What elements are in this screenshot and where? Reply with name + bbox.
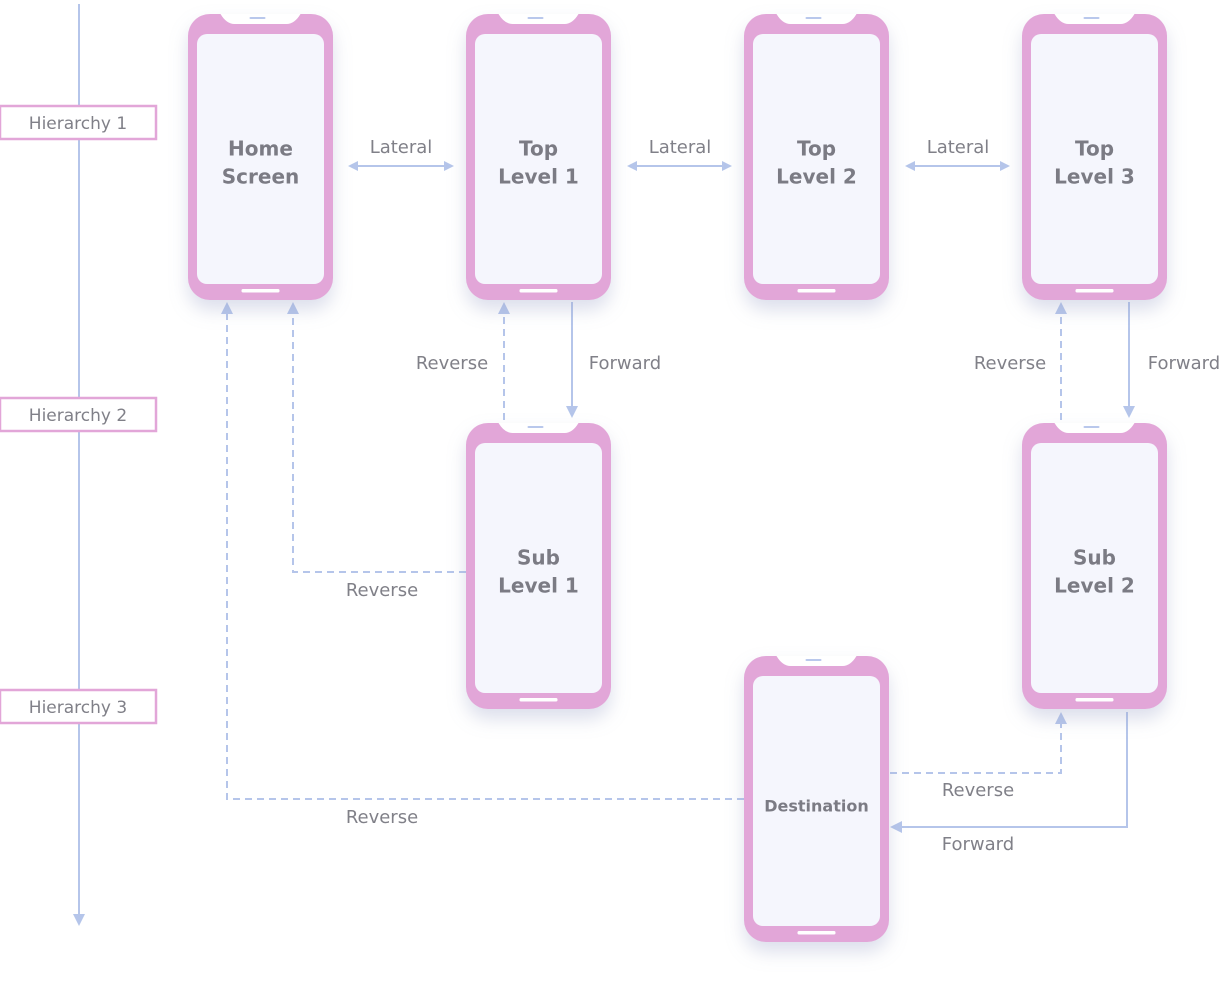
svg-text:Hierarchy 2: Hierarchy 2 [29, 406, 127, 426]
home-indicator [797, 931, 836, 935]
phone-screen [1031, 34, 1158, 284]
screen-label-line: Level 1 [498, 165, 579, 189]
screen-label: Destination [764, 797, 869, 816]
home-indicator [797, 289, 836, 293]
phone-destination: Destination [744, 656, 889, 942]
screen-label-line: Top [797, 137, 836, 161]
edge-reverse-sub1-top1: Reverse [416, 302, 510, 420]
screen-label-line: Destination [764, 797, 869, 816]
edge-label: Reverse [942, 780, 1014, 801]
edge-forward-top3-sub2: Forward [1123, 302, 1220, 418]
edge-label: Reverse [416, 353, 488, 374]
edge-reverse-destination-home: Reverse [221, 302, 744, 828]
edge-label: Forward [589, 353, 661, 374]
hierarchy-axis [73, 4, 85, 926]
edge-lateral-top1-top2: Lateral [627, 137, 732, 171]
screen-label-line: Top [519, 137, 558, 161]
phone-screen [1031, 443, 1158, 693]
home-indicator [519, 289, 558, 293]
hierarchy-label-1: Hierarchy 1 [0, 104, 158, 141]
edge-label: Reverse [346, 807, 418, 828]
screen-label-line: Level 3 [1054, 165, 1135, 189]
home-indicator [1075, 289, 1114, 293]
edge-forward-top1-sub1: Forward [566, 302, 661, 418]
phone-screen [475, 34, 602, 284]
screen-label-line: Level 1 [498, 574, 579, 598]
edge-label: Lateral [649, 137, 712, 158]
home-indicator [519, 698, 558, 702]
connectors: Lateral Lateral Lateral Forward Reverse [221, 137, 1220, 855]
hierarchy-label-2: Hierarchy 2 [0, 396, 158, 433]
hierarchy-label-3: Hierarchy 3 [0, 688, 158, 725]
edge-label: Reverse [346, 580, 418, 601]
screen-label-line: Level 2 [776, 165, 857, 189]
svg-text:Hierarchy 1: Hierarchy 1 [29, 114, 127, 134]
home-indicator [1075, 698, 1114, 702]
phone-screen [753, 34, 880, 284]
screen-label-line: Top [1075, 137, 1114, 161]
edge-lateral-home-top1: Lateral [348, 137, 454, 171]
edge-reverse-destination-sub2: Reverse [890, 712, 1067, 801]
screen-label-line: Screen [222, 165, 300, 189]
screen-label-line: Home [228, 137, 293, 161]
edge-label: Forward [1148, 353, 1220, 374]
edge-reverse-sub1-home: Reverse [287, 302, 466, 601]
edge-lateral-top2-top3: Lateral [905, 137, 1010, 171]
edge-forward-sub2-destination: Forward [890, 712, 1128, 855]
edge-label: Reverse [974, 353, 1046, 374]
screen-label-line: Sub [1073, 546, 1116, 570]
screen-label-line: Sub [517, 546, 560, 570]
edge-reverse-sub2-top3: Reverse [974, 302, 1067, 420]
screen-label-line: Level 2 [1054, 574, 1135, 598]
edge-label: Lateral [927, 137, 990, 158]
phone-screen [197, 34, 324, 284]
phone-screen [753, 676, 880, 926]
phone-screen [475, 443, 602, 693]
home-indicator [241, 289, 280, 293]
edge-label: Forward [942, 834, 1014, 855]
edge-label: Lateral [370, 137, 433, 158]
svg-text:Hierarchy 3: Hierarchy 3 [29, 698, 127, 718]
